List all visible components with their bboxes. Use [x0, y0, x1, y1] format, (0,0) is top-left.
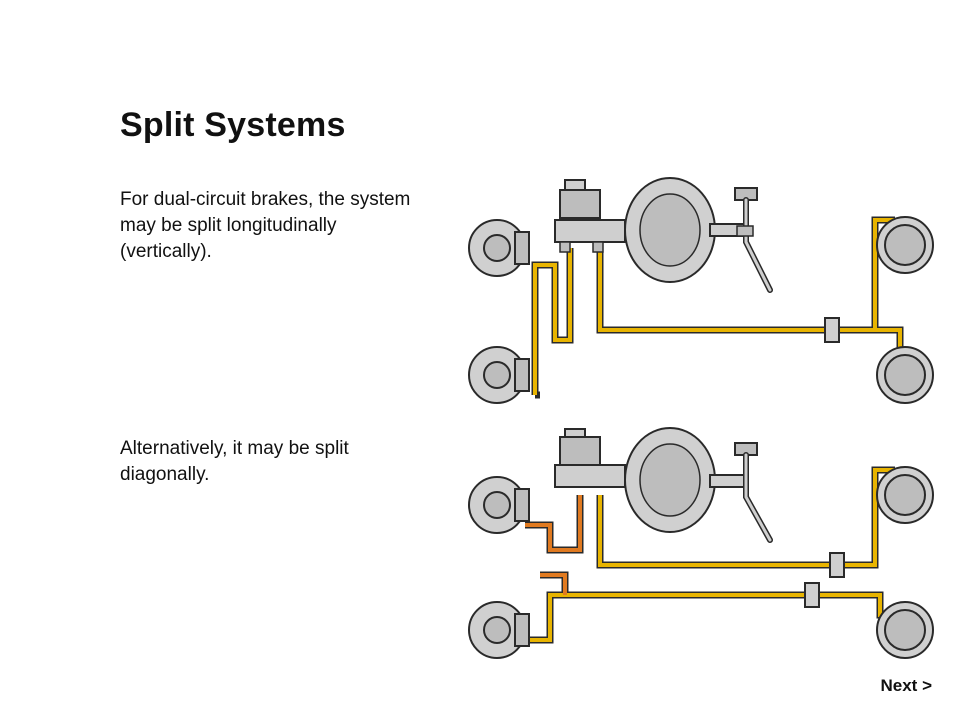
- master-cylinder-icon: [554, 428, 626, 488]
- next-button[interactable]: Next >: [880, 676, 933, 695]
- brake-booster-icon: [624, 427, 746, 533]
- diagonal-split-diagram: [468, 427, 934, 659]
- longitudinal-description: For dual-circuit brakes, the system may …: [120, 189, 411, 262]
- diagonal-description: Alternatively, it may be split diagonall…: [120, 438, 349, 485]
- brake-pedal-icon: [734, 187, 773, 293]
- pressure-valve-icon: [804, 582, 820, 608]
- drum-brake-icon: [876, 346, 934, 404]
- disc-brake-icon: [468, 601, 530, 659]
- pressure-valve-icon: [824, 317, 840, 343]
- disc-brake-icon: [468, 219, 530, 277]
- drum-brake-icon: [876, 601, 934, 659]
- brake-booster-icon: [624, 177, 746, 283]
- brake-pedal-icon: [734, 442, 773, 543]
- master-cylinder-icon: [554, 179, 626, 253]
- disc-brake-icon: [468, 346, 530, 404]
- pressure-valve-icon: [829, 552, 845, 578]
- drum-brake-icon: [876, 466, 934, 524]
- longitudinal-split-diagram: [468, 177, 934, 404]
- drum-brake-icon: [876, 216, 934, 274]
- disc-brake-icon: [468, 476, 530, 534]
- slide-title: Split Systems: [120, 106, 346, 144]
